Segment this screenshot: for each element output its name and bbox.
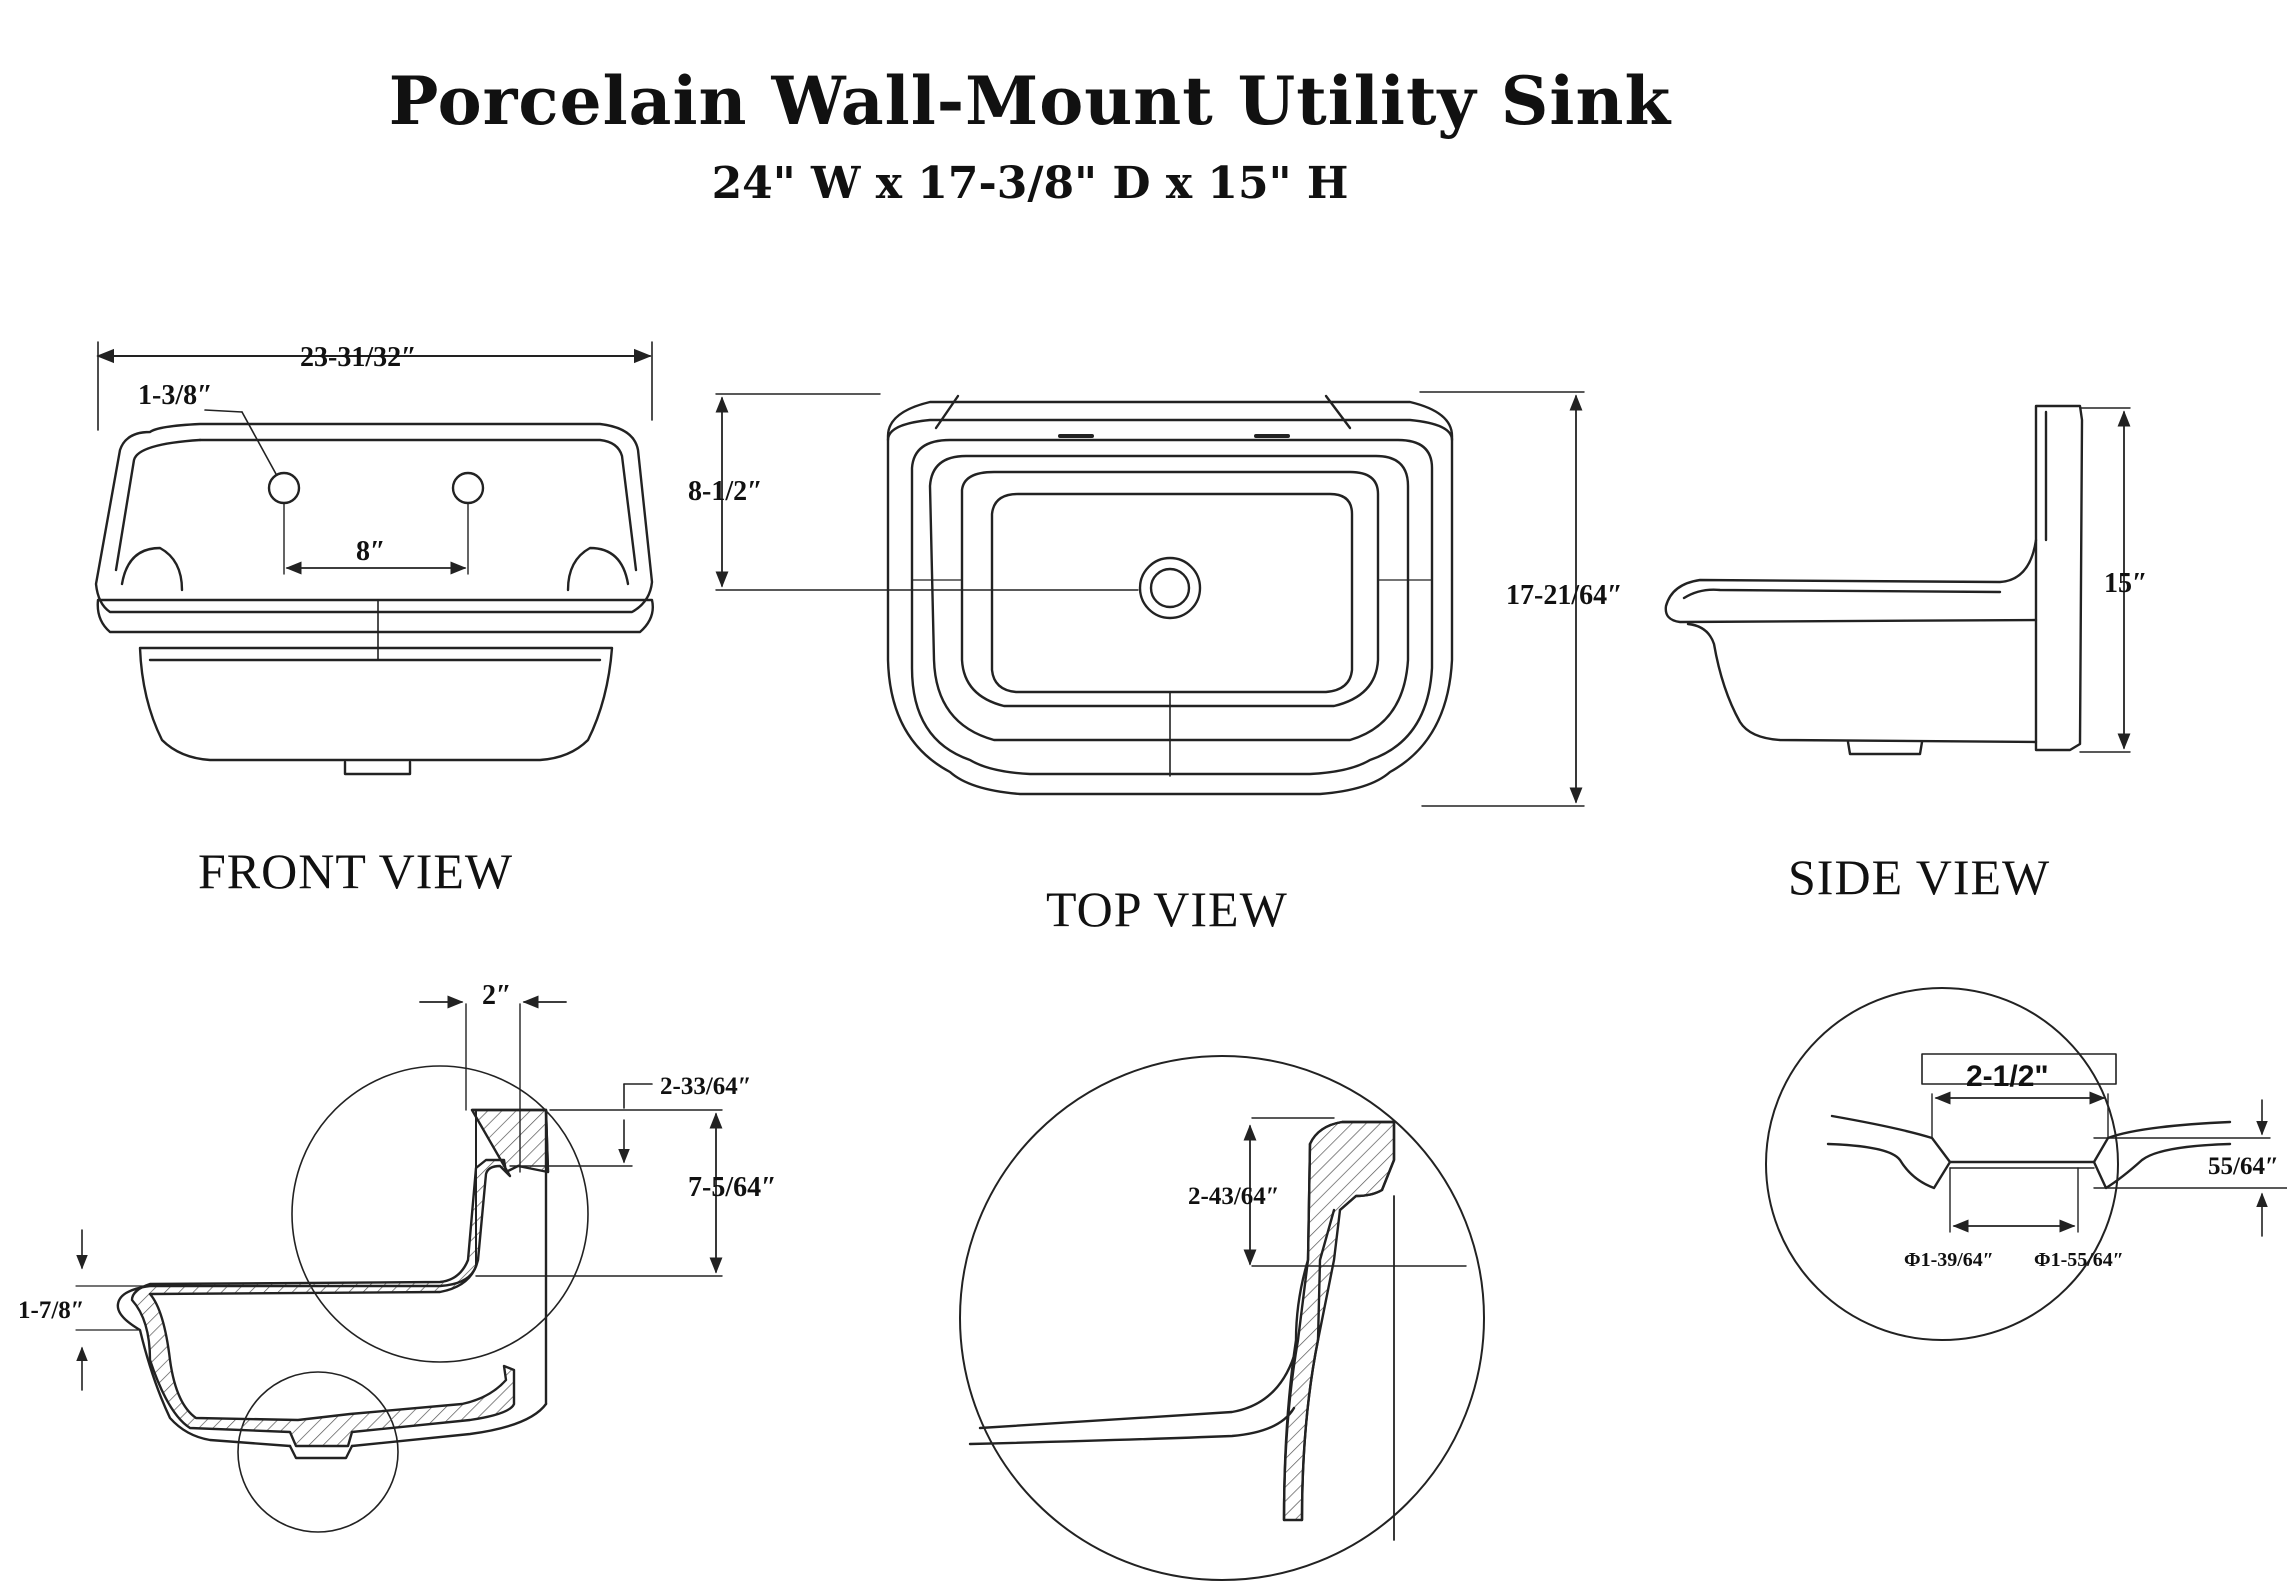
top-view-label: TOP VIEW: [1046, 881, 1288, 937]
front-width-label: 23-31/32″: [300, 342, 417, 373]
section-rim-label: 1-7/8″: [18, 1297, 85, 1324]
top-depth-label: 17-21/64″: [1506, 580, 1623, 611]
drain-inner-dia-label: Φ1-39/64″: [1904, 1249, 1994, 1271]
drain-detail-drawing: 2-1/2" 55/64″ Φ1-39/64″ Φ1-55/64″: [1765, 987, 2287, 1341]
section-view-drawing: 2″ 2-33/64″ 7-5/64″ 1-7/8″: [18, 980, 777, 1533]
front-hole-spacing-label: 8″: [356, 536, 385, 567]
page-title: Porcelain Wall-Mount Utility Sink: [388, 62, 1672, 140]
drain-depth-label: 55/64″: [2208, 1153, 2279, 1180]
side-height-label: 15″: [2104, 568, 2147, 599]
section-wall-label: 2″: [482, 980, 511, 1011]
drain-outer-dia-label: Φ1-55/64″: [2034, 1249, 2124, 1271]
detail-view-drawing: 2-43/64″: [959, 1055, 1485, 1581]
detail-ledge-label: 2-43/64″: [1188, 1183, 1280, 1210]
front-hole-diameter-label: 1-3/8″: [138, 380, 213, 411]
front-view-label: FRONT VIEW: [198, 843, 514, 899]
section-back-height-label: 7-5/64″: [688, 1172, 777, 1203]
top-drain-offset-label: 8-1/2″: [688, 476, 763, 507]
page-subtitle: 24" W x 17-3/8" D x 15" H: [711, 158, 1349, 209]
side-view-label: SIDE VIEW: [1788, 849, 2051, 905]
drain-top-width-label: 2-1/2": [1966, 1060, 2049, 1093]
top-view-drawing: 8-1/2″ 17-21/64″: [688, 391, 1623, 807]
section-ledge-label: 2-33/64″: [660, 1073, 752, 1100]
front-view-drawing: 23-31/32″ 1-3/8″ 8″: [94, 341, 654, 776]
side-view-drawing: 15″: [1664, 404, 2147, 756]
